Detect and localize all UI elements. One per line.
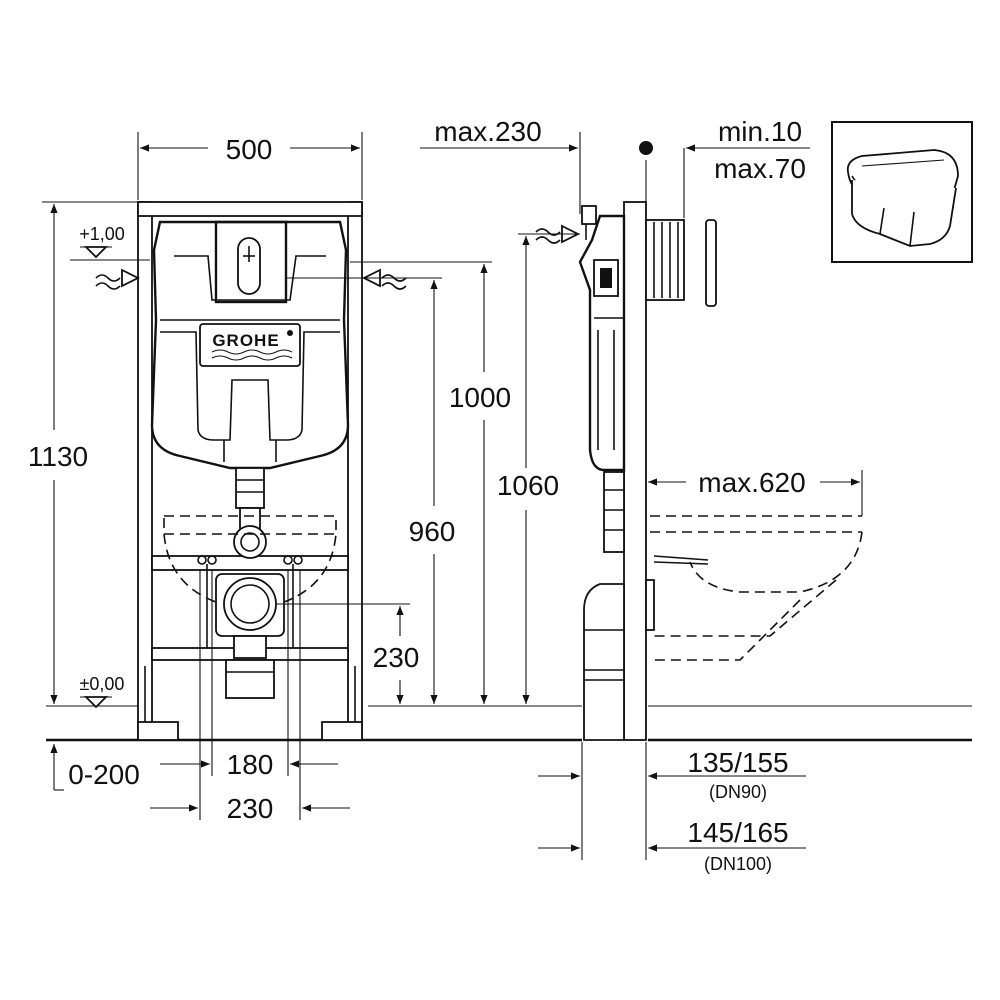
dim-inlet-offset: max.230 (420, 116, 581, 214)
front-cistern: GROHE (150, 220, 350, 470)
actuator-height-label: 960 (409, 516, 456, 547)
height-label: 1130 (28, 441, 88, 472)
wall-min-label: min.10 (718, 116, 802, 147)
side-frame (535, 201, 717, 741)
dim-bolt-spacing: 180 (160, 570, 338, 780)
front-water-inlets (70, 259, 492, 290)
dim-outlet-spacing: 230 (150, 570, 350, 824)
outlet-spacing-label: 230 (227, 793, 274, 824)
wc-bowl-thumbnail (831, 121, 973, 263)
front-drain (163, 467, 337, 699)
total-height-label: 1060 (497, 470, 559, 501)
wall-max-label: max.70 (714, 153, 806, 184)
dim-outlet-height: 230 (276, 603, 420, 704)
dn100-depth-label: 145/165 (687, 817, 788, 848)
bowl-projection-label: max.620 (698, 467, 805, 498)
dim-front-height: 1130 (28, 201, 138, 704)
dim-total-height: 1060 (497, 233, 580, 704)
dim-drain-depth: 135/155 (DN90) 145/165 (DN100) (538, 742, 806, 874)
dn90-depth-label: 135/155 (687, 747, 788, 778)
front-frame (137, 201, 363, 741)
dim-frame-adjust: 0-200 (50, 744, 140, 791)
level-top-label: +1,00 (79, 224, 125, 244)
dim-actuator-height: 960 (286, 277, 456, 704)
inlet-offset-label: max.230 (434, 116, 541, 147)
dn100-label: (DN100) (704, 854, 772, 874)
inlet-height-label: 1000 (449, 382, 511, 413)
side-bowl (650, 515, 863, 661)
dim-inlet-height: 1000 (449, 264, 511, 704)
dn90-label: (DN90) (709, 782, 767, 802)
frame-adjust-label: 0-200 (68, 759, 140, 790)
floor-lines (46, 705, 972, 742)
bolt-spacing-label: 180 (227, 749, 274, 780)
level-zero-label: ±0,00 (80, 674, 125, 694)
outlet-height-label: 230 (373, 642, 420, 673)
level-markers: +1,00 ±0,00 (79, 224, 125, 709)
dim-wall-thickness: min.10 max.70 (639, 116, 810, 218)
width-label: 500 (226, 134, 273, 165)
dim-bowl-projection: max.620 (648, 467, 863, 516)
dim-front-width: 500 (137, 132, 363, 200)
brand-logo-text: GROHE (212, 331, 279, 350)
